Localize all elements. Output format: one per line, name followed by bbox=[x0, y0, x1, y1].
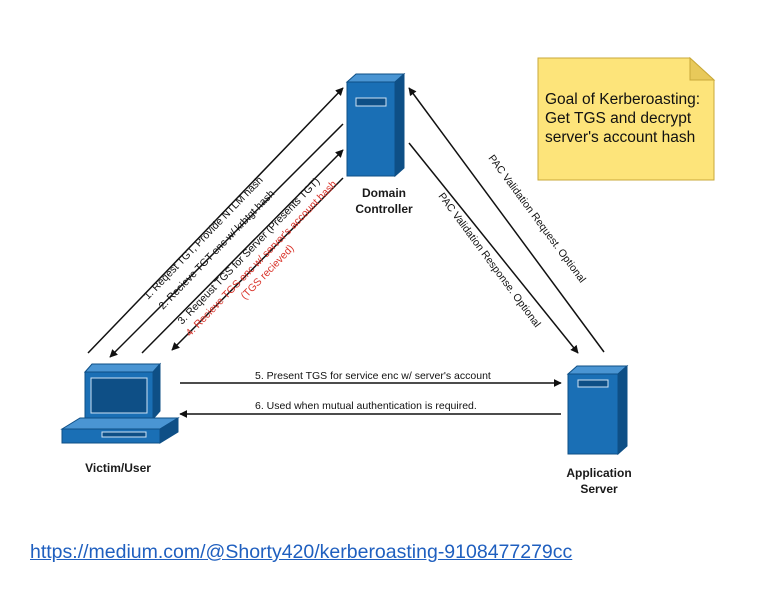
source-link[interactable]: https://medium.com/@Shorty420/kerberoast… bbox=[30, 541, 573, 563]
app-server-label-line-1: Application bbox=[566, 466, 631, 480]
application-server-node: Application Server bbox=[566, 364, 632, 496]
computer-icon bbox=[60, 362, 180, 444]
edge-2-label: 2. Recieve TGT enc w/ krbtgt hash bbox=[157, 188, 278, 312]
edge-5: 5. Present TGS for service enc w/ server… bbox=[180, 370, 562, 387]
victim-label: Victim/User bbox=[85, 461, 151, 475]
note-line-1: Goal of Kerberoasting: bbox=[545, 91, 700, 108]
app-server-label-line-2: Server bbox=[580, 482, 618, 496]
dc-label-line-1: Domain bbox=[362, 186, 406, 200]
edge-5-label: 5. Present TGS for service enc w/ server… bbox=[255, 370, 491, 382]
server-icon bbox=[566, 364, 629, 456]
edge-2: 2. Recieve TGT enc w/ krbtgt hash bbox=[109, 123, 344, 358]
server-icon bbox=[345, 72, 406, 178]
edge-3: 3. Reqeust TGS for Server (Presents TGT) bbox=[141, 149, 344, 354]
edge-6-label: 6. Used when mutual authentication is re… bbox=[255, 400, 477, 412]
note-line-2: Get TGS and decrypt bbox=[545, 110, 692, 127]
goal-note: Goal of Kerberoasting: Get TGS and decry… bbox=[537, 56, 716, 181]
dc-label-line-2: Controller bbox=[355, 202, 413, 216]
domain-controller-node: Domain Controller bbox=[345, 72, 413, 216]
victim-node: Victim/User bbox=[60, 362, 180, 475]
edge-1-label: 1. Reqest TGT, Provide NTLM hash bbox=[142, 174, 266, 302]
note-line-3: server's account hash bbox=[545, 129, 695, 146]
edge-6: 6. Used when mutual authentication is re… bbox=[179, 400, 561, 418]
